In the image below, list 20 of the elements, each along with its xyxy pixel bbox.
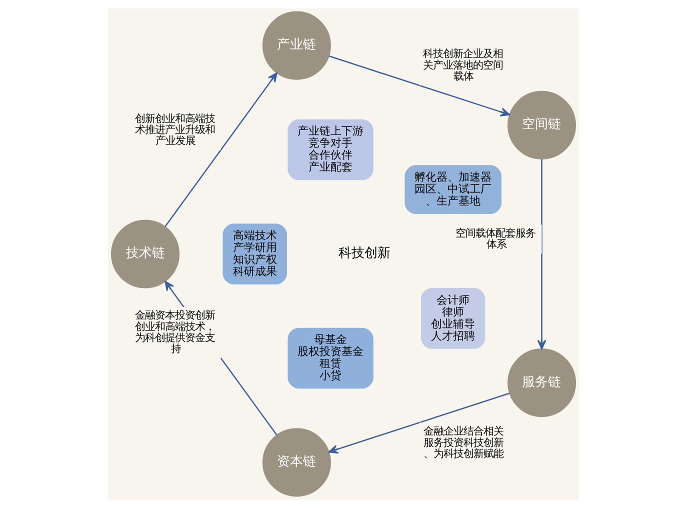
edge-label: 空间载体配套服务体系 [455, 227, 536, 250]
node-circle: 服务链 [506, 348, 576, 418]
node-circle: 空间链 [506, 90, 576, 160]
node-box: 会计师 律师 创业辅导 人才招聘 [420, 288, 485, 349]
node-box: 产业链上下游 竞争对手 合作伙伴 产业配套 [287, 119, 373, 180]
node-text: 科技创新 [338, 246, 390, 261]
arrow [328, 55, 510, 116]
node-box: 母基金 股权投资基金 租赁 小贷 [287, 328, 373, 389]
arrow [328, 392, 510, 454]
edge-label: 金融资本投资创新创业和高端技术，为科创提供资金支持 [134, 310, 215, 356]
node-circle: 资本链 [262, 428, 330, 497]
edge-label: 创新创业和高端技术推进产业升级和产业发展 [134, 112, 214, 148]
node-circle: 产业链 [262, 11, 330, 80]
node-circle: 技术链 [110, 220, 180, 288]
edge-label: 科技创新企业及相关产业落地的空间载体 [422, 48, 502, 82]
edge-label: 金融企业结合相关服务投资科技创新、为科技创新赋能 [422, 426, 503, 460]
node-box: 高端技术 产学研用 知识产权 科研成果 [222, 224, 286, 284]
node-box: 孵化器、加速器园区、中试工厂、生产基地 [404, 165, 501, 214]
arrow [164, 72, 277, 227]
arrow [536, 159, 546, 350]
